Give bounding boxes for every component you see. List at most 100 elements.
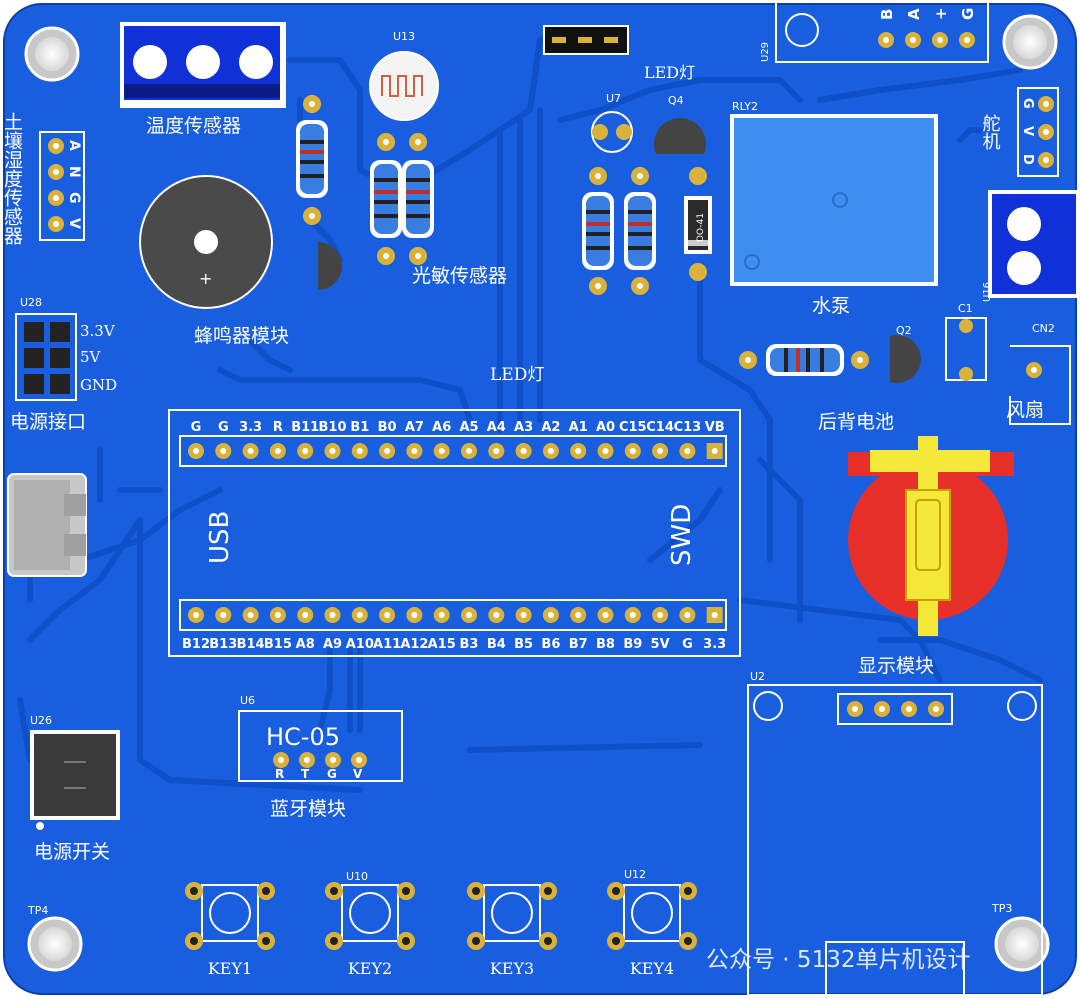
u6-ref: U6 (240, 694, 255, 707)
mcu-bottom-pin-pad-hole (629, 612, 636, 618)
mcu-top-pin-label: G (218, 420, 229, 435)
mcu-bottom-pin-label: B13 (209, 637, 237, 652)
u29-module (775, 1, 989, 63)
hc05-pin-g: G (327, 767, 337, 781)
key-label-3: KEY3 (490, 959, 534, 978)
mcu-bottom-pin-pad-hole (657, 612, 664, 618)
mcu-top-pin-label: A2 (541, 420, 560, 435)
mcu-top-pin-label: R (273, 420, 283, 435)
soil-pin-a: A (66, 140, 82, 151)
hc05-pin-v: V (353, 767, 363, 781)
mcu-top-pin-label: B1 (350, 420, 369, 435)
mcu-top-pin-pad-hole (329, 448, 336, 454)
mcu-bottom-pin-label: B14 (237, 637, 265, 652)
u2-ref: U2 (750, 670, 765, 683)
mcu-top-pin-pad-hole (220, 448, 227, 454)
light-sensor-label: 光敏传感器 (412, 265, 507, 287)
mcu-bottom-pin-pad-hole (466, 612, 472, 618)
mcu-top-pin-pad-hole (466, 448, 472, 454)
buzzer: + (139, 175, 273, 309)
resistor-r6 (739, 344, 869, 376)
mcu-bottom-pin-label: B7 (569, 637, 588, 652)
mcu-bottom-pin-pad-hole (302, 612, 309, 618)
key-button-2[interactable] (325, 882, 415, 950)
u28-ref: U28 (20, 296, 42, 309)
resistor-r1 (296, 95, 328, 225)
q4-ref: Q4 (668, 94, 684, 107)
soil-pin-g: G (66, 192, 82, 204)
mcu-bottom-pin-pad-hole (274, 612, 281, 618)
mcu-top-pin-label: A3 (514, 420, 533, 435)
mcu-top-pin-label: A1 (569, 420, 588, 435)
power-pin-gnd: GND (80, 376, 117, 394)
servo-pin-g: G (1020, 98, 1035, 109)
resistor-r5 (624, 167, 656, 295)
mcu-bottom-pin-pad-hole (356, 612, 363, 618)
key-button-4[interactable] (607, 882, 697, 950)
mcu-top-pin-label: 3.3 (239, 420, 262, 435)
key-label-4: KEY4 (630, 959, 674, 978)
mcu-bottom-pin-pad-hole (438, 612, 445, 618)
soil-sensor-label: 土壤湿度传感器 (1, 112, 23, 245)
temp-sensor-label: 温度传感器 (146, 115, 241, 137)
battery-holder (848, 436, 1014, 636)
mcu-top-pin-label: VB (705, 420, 725, 435)
servo-pin-v: V (1020, 126, 1035, 136)
mcu-top-pin-label: A4 (487, 420, 506, 435)
mcu-top-pin-label: A5 (459, 420, 478, 435)
usb-label: USB (205, 511, 235, 564)
mcu-top-pin-pad-hole (684, 448, 691, 454)
mount-hole-tl (24, 26, 80, 82)
key-button-3[interactable] (467, 882, 557, 950)
mcu-bottom-pin-label: 5V (651, 637, 670, 652)
led-label-2: LED灯 (490, 365, 544, 385)
mcu-bottom-pin-pad-hole (575, 612, 582, 618)
tp4-ref: TP4 (27, 904, 48, 917)
mcu-bottom-pin-label: 3.3 (703, 637, 726, 652)
photoresistor (369, 51, 439, 121)
mcu-top-pin-label: G (191, 420, 202, 435)
mcu-bottom-pin-pad-hole (493, 612, 500, 618)
mcu-top-pin-label: A0 (596, 420, 615, 435)
traces (17, 27, 1043, 793)
top-header-3pin (543, 25, 629, 55)
power-pin-5v: 5V (80, 348, 102, 366)
mcu-bottom-pin-label: B12 (182, 637, 210, 652)
tr-pin-a: A (905, 8, 923, 20)
mcu-bottom-pin-pad-hole (684, 612, 691, 618)
servo-label: 舵机 (980, 114, 1001, 150)
mcu-bottom-pin-pad-hole (520, 612, 527, 618)
servo-pin-d: D (1020, 154, 1035, 165)
mcu-bottom-pin-pad-hole (329, 612, 336, 618)
mcu-bottom-pin-label: A8 (296, 637, 315, 652)
hc05-pin-t: T (301, 767, 310, 781)
power-port-label: 电源接口 (10, 411, 86, 433)
mcu-top-pin-pad-hole (356, 448, 363, 454)
power-switch-label: 电源开关 (34, 841, 110, 863)
mcu-top-pin-pad-hole (547, 448, 554, 454)
mcu-bottom-pin-label: G (682, 637, 693, 652)
tr-pin-g: G (959, 8, 977, 20)
mcu-bottom-pin-label: B9 (623, 637, 642, 652)
hc05-pin-r: R (275, 767, 284, 781)
mount-hole-tr (1002, 14, 1058, 70)
watermark-text: 公众号 · 5132单片机设计 (706, 947, 970, 973)
led-label-1: LED灯 (644, 63, 695, 82)
cn2-ref: CN2 (1032, 322, 1055, 335)
resistor-r4 (582, 167, 614, 295)
usb-c-connector (7, 473, 87, 577)
mcu-bottom-pin-label: B15 (264, 637, 292, 652)
mcu-top-pin-pad-hole (657, 448, 664, 454)
mcu-top-pin-label: A7 (405, 420, 424, 435)
servo-header (1017, 87, 1059, 177)
power-pin-3v3: 3.3V (80, 322, 116, 340)
key-label-1: KEY1 (208, 959, 252, 978)
mcu-bottom-pin-pad-hole (193, 612, 199, 618)
mcu-top-pin-pad-hole (302, 448, 309, 454)
key-button-1[interactable] (185, 882, 275, 950)
display-module (747, 684, 1043, 996)
mcu-bottom-pin-label: A10 (346, 637, 374, 652)
